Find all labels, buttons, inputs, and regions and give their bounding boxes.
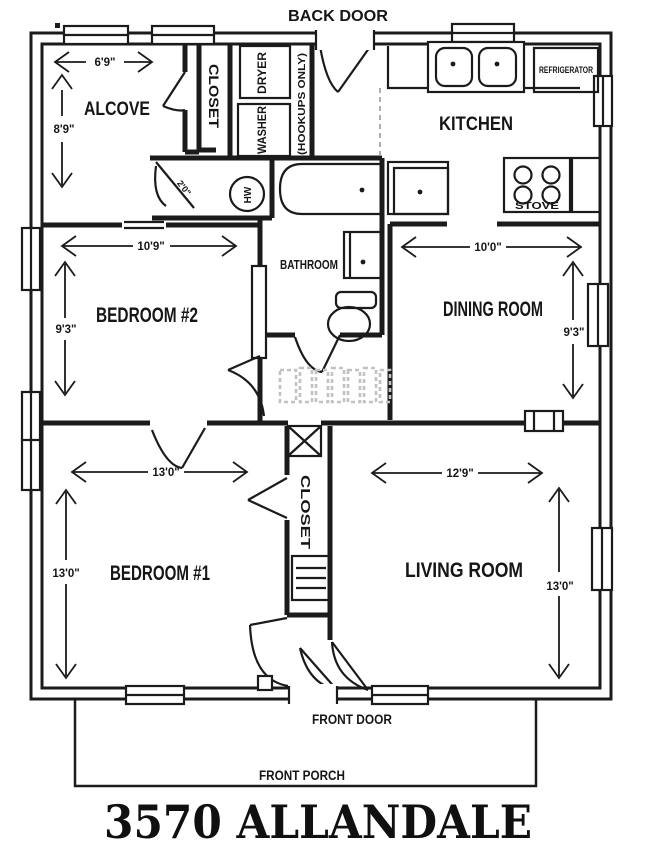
alcove-label: ALCOVE xyxy=(84,99,150,120)
water-heater-circle xyxy=(228,175,266,213)
dryer-label: DRYER xyxy=(255,52,269,94)
interior-walls xyxy=(42,44,600,640)
water-heater-label: HW xyxy=(243,186,254,203)
labels: BACK DOOR ALCOVE 6'9" 8'9" CLOSET DRYER … xyxy=(52,8,593,847)
hall-door-leaf xyxy=(155,161,195,209)
back-door-leaf xyxy=(337,43,373,93)
alcove-width-dim: 6'9" xyxy=(95,57,116,69)
dining-width-dim: 10'0" xyxy=(474,242,501,254)
kitchen-label: KITCHEN xyxy=(439,114,513,135)
back-door-arc xyxy=(318,45,339,93)
laundry-fixtures xyxy=(228,44,292,213)
hookups-label: (HOOKUPS ONLY) xyxy=(296,53,308,155)
washer-box xyxy=(236,102,292,158)
entry-step xyxy=(256,674,274,692)
flue-box xyxy=(286,424,323,458)
door-swings xyxy=(150,43,373,692)
windows xyxy=(20,22,614,706)
dining-label: DINING ROOM xyxy=(443,298,543,321)
bedroom2-width-dim: 10'9" xyxy=(137,241,164,253)
alcove-door-leaf xyxy=(162,71,186,107)
bathroom-door-leaf xyxy=(321,334,341,373)
front-door-label: FRONT DOOR xyxy=(312,712,392,727)
dryer-box xyxy=(238,44,292,100)
bedroom1-hall-door-leaf xyxy=(249,616,288,627)
toilet-tank xyxy=(334,290,378,310)
counter-end xyxy=(570,156,602,214)
living-width-dim: 12'9" xyxy=(446,468,473,480)
back-door-label: BACK DOOR xyxy=(288,8,388,25)
living-door-arc xyxy=(330,641,369,692)
exterior-walls xyxy=(29,23,613,701)
kitchen-fixtures xyxy=(386,40,602,216)
stove-box xyxy=(502,156,572,214)
stove-label: STOVE xyxy=(515,201,559,212)
hall-door-arc xyxy=(154,165,167,207)
front-door-leaf xyxy=(299,647,338,691)
dishwasher-box xyxy=(386,160,450,216)
bathroom-door-arc xyxy=(293,336,323,374)
cased-opening xyxy=(124,220,164,230)
bedroom2-label: BEDROOM #2 xyxy=(96,304,198,327)
bedroom1-door-arc xyxy=(150,429,183,470)
dining-height-dim: 9'3" xyxy=(564,327,585,339)
door-width-note: 2'0" xyxy=(175,178,193,197)
bathroom-fixtures xyxy=(278,162,384,343)
living-height-dim: 13'0" xyxy=(546,581,573,593)
bedroom2-door-arc xyxy=(227,368,266,417)
closet-lower-label: CLOSET xyxy=(298,475,313,549)
living-label: LIVING ROOM xyxy=(405,559,523,582)
closet-fixtures xyxy=(286,424,332,602)
bedroom2-pocket-door xyxy=(250,264,268,360)
bedroom1-label: BEDROOM #1 xyxy=(110,562,210,585)
dishwasher-inner xyxy=(392,166,450,216)
front-porch-label: FRONT PORCH xyxy=(259,768,345,783)
bathtub xyxy=(278,162,380,216)
vanity xyxy=(342,230,384,280)
closet-door-leaf-b xyxy=(247,499,288,519)
living-door-leaf xyxy=(331,641,369,691)
toilet-bowl xyxy=(326,305,372,343)
closet-shelf xyxy=(290,554,332,602)
dimension-arrows xyxy=(51,51,584,680)
front-door-opening xyxy=(289,684,337,704)
bedroom2-door-leaf xyxy=(227,354,261,372)
alcove-height-dim: 8'9" xyxy=(54,124,75,136)
bedroom1-hall-door-arc xyxy=(248,624,289,688)
bedroom1-height-dim: 13'0" xyxy=(52,568,79,580)
bathroom-label: BATHROOM xyxy=(280,258,338,272)
alcove-door-arc xyxy=(162,104,186,112)
front-porch-outline xyxy=(73,700,538,788)
refrigerator-label: REFRIGERATOR xyxy=(539,65,593,75)
door-jambs xyxy=(287,30,376,704)
faded-text-artifact xyxy=(278,366,392,404)
bedroom1-width-dim: 13'0" xyxy=(152,467,179,479)
bedroom2-height-dim: 9'3" xyxy=(56,324,77,336)
closet-door-leaf-a xyxy=(247,477,288,501)
washer-label: WASHER xyxy=(255,106,269,154)
kitchen-sink xyxy=(426,40,526,94)
refrigerator-box xyxy=(532,46,600,94)
plan-title: 3570 ALLANDALE xyxy=(104,795,532,847)
stray-ink-dot xyxy=(55,23,60,28)
bedroom1-door-leaf xyxy=(181,427,206,469)
closet-upper-label: CLOSET xyxy=(206,64,221,129)
back-door-opening xyxy=(316,28,374,50)
